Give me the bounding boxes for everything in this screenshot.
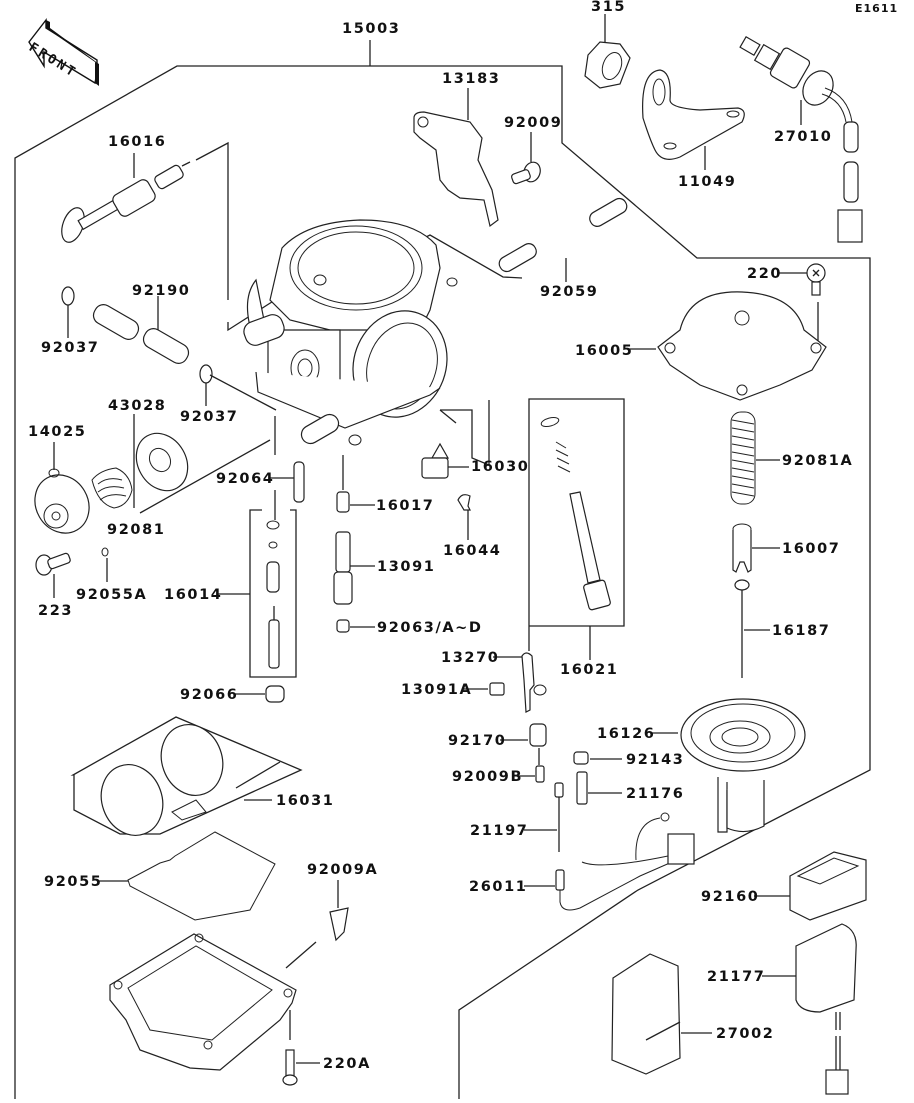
choke-plunger-16016-drawing [61, 153, 191, 243]
pipe-92190-drawing [61, 286, 277, 411]
jet-needle-group-16021-drawing [439, 398, 625, 660]
gasket-92055-drawing [98, 831, 276, 921]
part-label[interactable]: 92160 [701, 889, 760, 905]
part-label[interactable]: 15003 [342, 21, 401, 37]
part-label[interactable]: 13183 [442, 71, 501, 87]
part-label[interactable]: 21177 [707, 969, 766, 985]
part-label[interactable]: 223 [38, 603, 74, 619]
part-label[interactable]: 220 [747, 266, 783, 282]
holder-16007-drawing [732, 523, 780, 573]
part-label[interactable]: 16030 [471, 459, 530, 475]
part-label[interactable]: 13091A [401, 682, 473, 698]
pilot-screw-16014-drawing [218, 509, 297, 678]
part-label[interactable]: 16187 [772, 623, 831, 639]
choke-diaphragm-group-drawing [34, 414, 271, 534]
cover-16005-drawing [628, 263, 827, 401]
part-label[interactable]: 220A [323, 1056, 371, 1072]
sensor-27010-drawing [739, 35, 863, 243]
part-label[interactable]: 92064 [216, 471, 275, 487]
part-label[interactable]: 13270 [441, 650, 500, 666]
part-label[interactable]: 92009A [307, 862, 379, 878]
part-label[interactable]: 26011 [469, 879, 528, 895]
screw-220A-drawing [282, 1049, 320, 1086]
lever-13183-drawing [413, 88, 499, 228]
throttle-sensor-bracket-drawing [463, 652, 547, 783]
part-label[interactable]: 16016 [108, 134, 167, 150]
part-label[interactable]: 27002 [716, 1026, 775, 1042]
part-label[interactable]: 92190 [132, 283, 191, 299]
part-label[interactable]: 16044 [443, 543, 502, 559]
float-bowl-drawing [109, 933, 297, 1071]
sensors-21176-21197-drawing [524, 751, 695, 911]
part-label[interactable]: 92059 [540, 284, 599, 300]
choke-group-bracket [195, 141, 229, 300]
float-valve-16030-drawing [421, 442, 471, 540]
part-label[interactable]: 16126 [597, 726, 656, 742]
part-label[interactable]: 92081A [782, 453, 854, 469]
assembly-outline [14, 40, 871, 1099]
part-label[interactable]: 92037 [41, 340, 100, 356]
part-label[interactable]: 92066 [180, 687, 239, 703]
part-label[interactable]: 92009B [452, 769, 524, 785]
needle-16187-drawing [734, 579, 770, 678]
part-label[interactable]: 16005 [575, 343, 634, 359]
jet-92064-drawing [270, 416, 305, 520]
carburetor-body-drawing [243, 219, 458, 446]
part-label[interactable]: 16017 [376, 498, 435, 514]
part-label[interactable]: 13091 [377, 559, 436, 575]
unit-27002-drawing [611, 953, 712, 1075]
part-label[interactable]: 92055 [44, 874, 103, 890]
part-label[interactable]: 92055A [76, 587, 148, 603]
part-label[interactable]: 43028 [108, 398, 167, 414]
part-label[interactable]: 16014 [164, 587, 223, 603]
screw-92009A-drawing [285, 880, 349, 969]
bracket-11049-drawing [642, 69, 745, 170]
float-kit-16031-drawing [70, 716, 303, 836]
part-label[interactable]: 21197 [470, 823, 529, 839]
cover-92160-drawing [754, 851, 867, 921]
piston-16126-drawing [650, 698, 806, 833]
part-label[interactable]: 92009 [504, 115, 563, 131]
part-label[interactable]: 92063/A~D [377, 620, 483, 636]
front-arrow-icon [28, 17, 99, 86]
jets-16017-13091-drawing [333, 455, 375, 633]
part-label[interactable]: 92170 [448, 733, 507, 749]
nut-315-drawing [584, 14, 631, 89]
part-label[interactable]: 21176 [626, 786, 685, 802]
part-label[interactable]: 27010 [774, 129, 833, 145]
screw-92009-drawing [511, 132, 541, 185]
part-label[interactable]: 11049 [678, 174, 737, 190]
part-label[interactable]: 315 [591, 0, 627, 15]
part-label[interactable]: 16021 [560, 662, 619, 678]
part-label[interactable]: 92143 [626, 752, 685, 768]
figure-code: E1611 [855, 2, 899, 15]
unit-21177-drawing [762, 923, 857, 1095]
screw-223-drawing [35, 547, 109, 598]
spring-92081A-drawing [730, 411, 780, 505]
part-label[interactable]: 92081 [107, 522, 166, 538]
part-label[interactable]: 16007 [782, 541, 841, 557]
part-label[interactable]: 14025 [28, 424, 87, 440]
cap-92066-drawing [234, 685, 285, 703]
part-label[interactable]: 16031 [276, 793, 335, 809]
part-label[interactable]: 92037 [180, 409, 239, 425]
